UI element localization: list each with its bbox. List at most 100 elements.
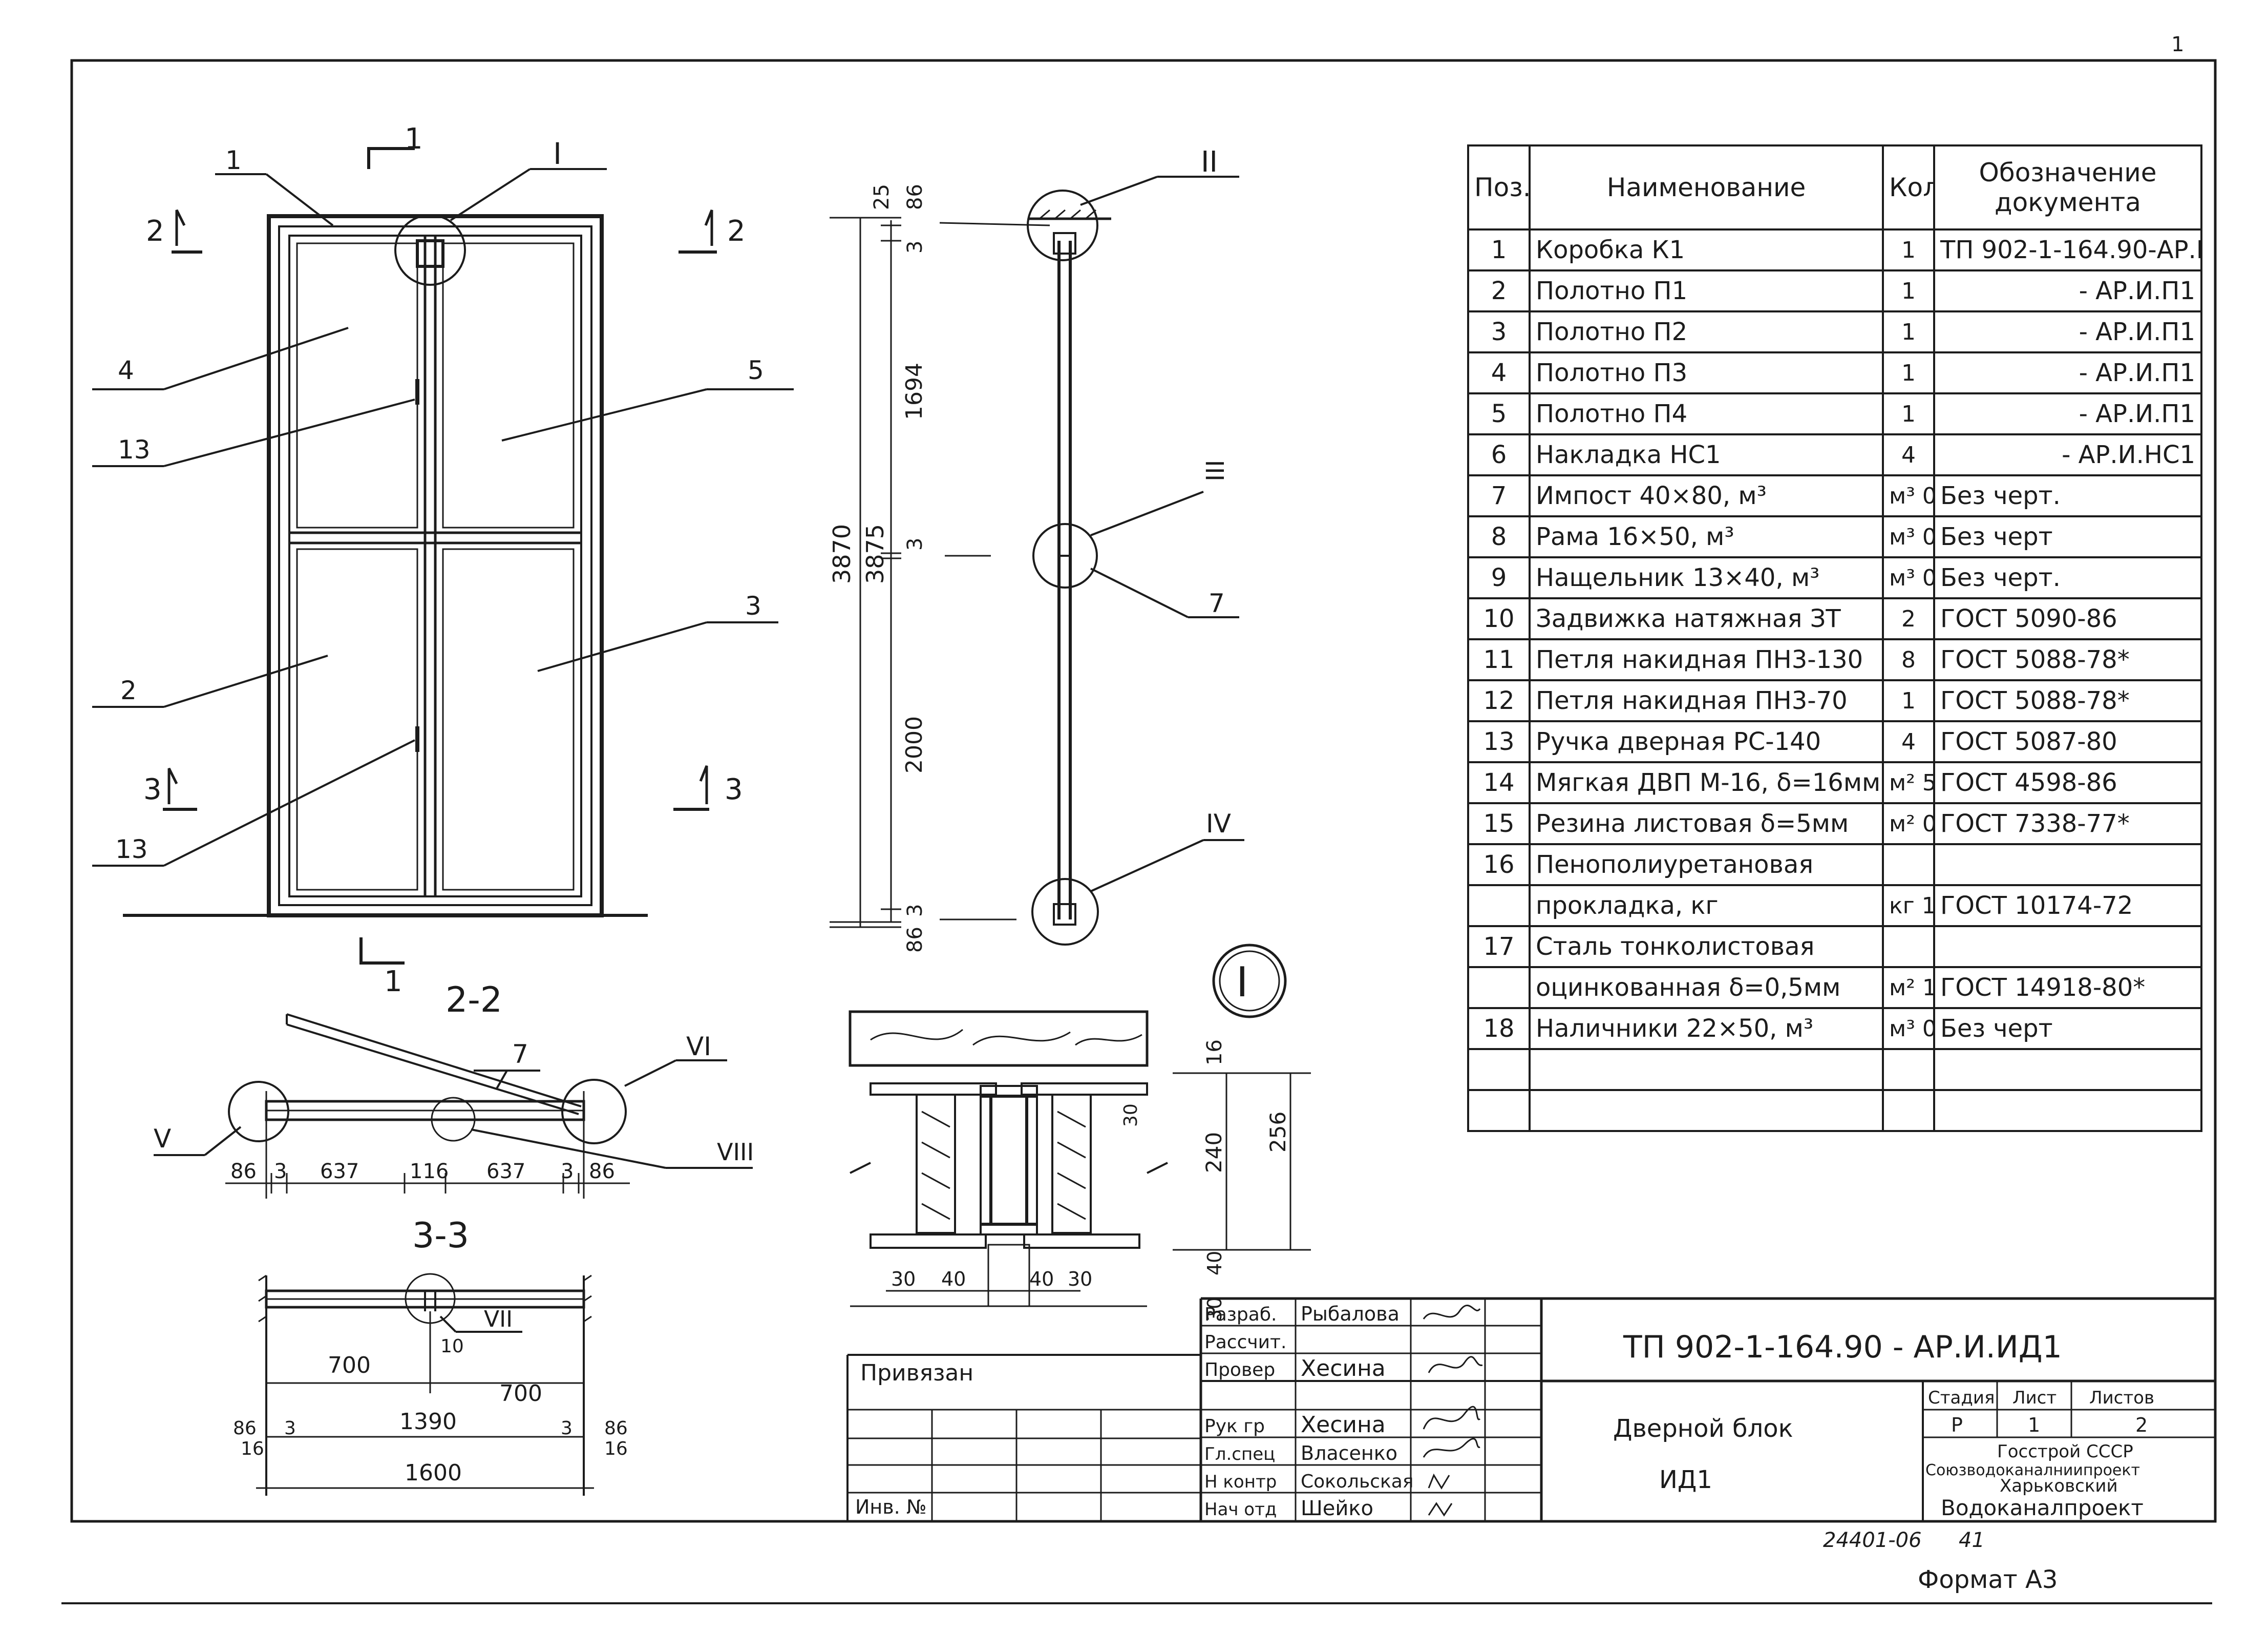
table-cell-pos — [1467, 884, 1531, 927]
dim-3875: 3875 — [861, 524, 889, 584]
table-cell-name: Нащельник 13×40, м³ — [1529, 556, 1884, 599]
sheet-value: 1 — [2028, 1414, 2040, 1436]
name-4: Хесина — [1301, 1412, 1386, 1438]
header-pos: Поз. — [1467, 144, 1531, 231]
role-0: Разраб. — [1204, 1304, 1277, 1325]
table-cell-qty: 4 — [1882, 433, 1935, 476]
table-cell-name: Резина листовая δ=5мм — [1529, 802, 1884, 845]
detail-dim-30-left: 30 — [891, 1268, 916, 1290]
s22-dim-86-right: 86 — [589, 1160, 615, 1183]
table-cell-pos: 18 — [1467, 1007, 1531, 1050]
document-title-line-1: Дверной блок — [1613, 1414, 1793, 1443]
s33-dim-1600: 1600 — [405, 1460, 462, 1486]
header-qty: Кол. — [1882, 144, 1935, 231]
callout-VIII-label: VIII — [717, 1138, 754, 1166]
section-1-top-label: 1 — [405, 122, 423, 156]
s22-dim-3-left: 3 — [274, 1160, 287, 1183]
detail-I-label: I — [1236, 958, 1248, 1006]
detail-dim-40-side: 40 — [1203, 1251, 1226, 1275]
specification-table: Поз. Наименование Кол. Обозначение докум… — [1467, 144, 2202, 1132]
stage-header: Стадия — [1928, 1388, 1995, 1408]
table-cell-doc — [1933, 843, 2202, 886]
table-cell-name: оцинкованная δ=0,5мм — [1529, 966, 1884, 1009]
table-cell-doc: ГОСТ 4598-86 — [1933, 761, 2202, 804]
table-cell-qty: м³ 0,010 — [1882, 1007, 1935, 1050]
name-2: Хесина — [1301, 1355, 1386, 1381]
table-cell-qty: м³ 0,020 — [1882, 515, 1935, 558]
table-cell-name — [1529, 1048, 1884, 1091]
table-cell-doc: ГОСТ 5090-86 — [1933, 597, 2202, 640]
table-cell-qty: м³ 0,005 — [1882, 474, 1935, 517]
leader-2-label: 2 — [120, 676, 137, 705]
format-label: Формат А3 — [1918, 1565, 2058, 1594]
section-3-3-title: 3-3 — [412, 1216, 469, 1256]
table-cell-qty: 1 — [1882, 679, 1935, 722]
table-cell-pos — [1467, 966, 1531, 1009]
section-3-right-label: 3 — [725, 773, 743, 806]
table-cell-pos — [1467, 1089, 1531, 1132]
table-cell-name: Задвижка натяжная ЗТ — [1529, 597, 1884, 640]
dim-1694: 1694 — [901, 363, 927, 420]
table-cell-name: Ручка дверная РС-140 — [1529, 720, 1884, 763]
stage-value: Р — [1951, 1414, 1963, 1436]
leader-3-label: 3 — [745, 591, 761, 621]
table-cell-qty: 1 — [1882, 228, 1935, 271]
callout-III-label: III — [1201, 460, 1230, 481]
callout-II-label: II — [1201, 145, 1218, 179]
document-title-line-2: ИД1 — [1659, 1465, 1712, 1494]
archive-number: 24401-06 — [1823, 1529, 1922, 1552]
section-3-3: 3-3 VII 10 700 700 1390 86 16 3 3 86 16 … — [233, 1216, 628, 1496]
leader-13-top-label: 13 — [118, 435, 151, 465]
table-cell-doc: Без черт. — [1933, 474, 2202, 517]
table-cell-doc: ГОСТ 5088-78* — [1933, 638, 2202, 681]
detail-dim-30-right: 30 — [1068, 1268, 1092, 1290]
s33-dim-16-right: 16 — [604, 1438, 628, 1459]
section-2-2: 2-2 7 V VI VIII 86 3 637 116 637 3 — [154, 980, 754, 1199]
s33-dim-700-right: 700 — [499, 1380, 542, 1407]
header-name: Наименование — [1529, 144, 1884, 231]
table-cell-name: Сталь тонколистовая — [1529, 925, 1884, 968]
role-2: Провер — [1204, 1359, 1275, 1380]
name-0: Рыбалова — [1301, 1303, 1400, 1325]
table-cell-name: Полотно П2 — [1529, 310, 1884, 353]
table-cell-pos: 2 — [1467, 269, 1531, 312]
privyazan-label: Привязан — [860, 1360, 973, 1386]
table-cell-doc: ГОСТ 10174-72 — [1933, 884, 2202, 927]
table-cell-qty — [1882, 925, 1935, 968]
leader-13-bottom-label: 13 — [115, 834, 148, 864]
archive-sheet: 41 — [1959, 1529, 1985, 1552]
role-5: Гл.спец — [1204, 1444, 1275, 1464]
table-cell-qty: 1 — [1882, 351, 1935, 394]
table-cell-pos: 12 — [1467, 679, 1531, 722]
section-marks: 1 1 2 2 3 3 — [143, 122, 746, 998]
table-cell-pos: 7 — [1467, 474, 1531, 517]
org-line-4: Водоканалпроект — [1941, 1495, 2144, 1520]
door-elevation — [123, 214, 648, 917]
section-1-bottom-label: 1 — [384, 965, 402, 998]
callout-VII-label: VII — [484, 1306, 513, 1332]
table-cell-pos: 1 — [1467, 228, 1531, 271]
table-cell-name: Петля накидная ПН3-130 — [1529, 638, 1884, 681]
s33-dim-3-right: 3 — [561, 1418, 573, 1439]
table-cell-doc: - АР.И.НС1 — [1933, 433, 2202, 476]
s22-dim-3-right: 3 — [561, 1160, 574, 1183]
table-cell-doc — [1933, 1048, 2202, 1091]
leader-5-label: 5 — [748, 355, 764, 385]
table-cell-doc: Без черт. — [1933, 556, 2202, 599]
org-line-3: Харьковский — [2000, 1476, 2118, 1496]
table-cell-qty: 8 — [1882, 638, 1935, 681]
table-cell-name: Полотно П1 — [1529, 269, 1884, 312]
dim-86-bottom: 86 — [903, 927, 927, 953]
name-7: Шейко — [1301, 1497, 1373, 1520]
name-5: Власенко — [1301, 1442, 1397, 1464]
table-cell-doc: ГОСТ 5088-78* — [1933, 679, 2202, 722]
